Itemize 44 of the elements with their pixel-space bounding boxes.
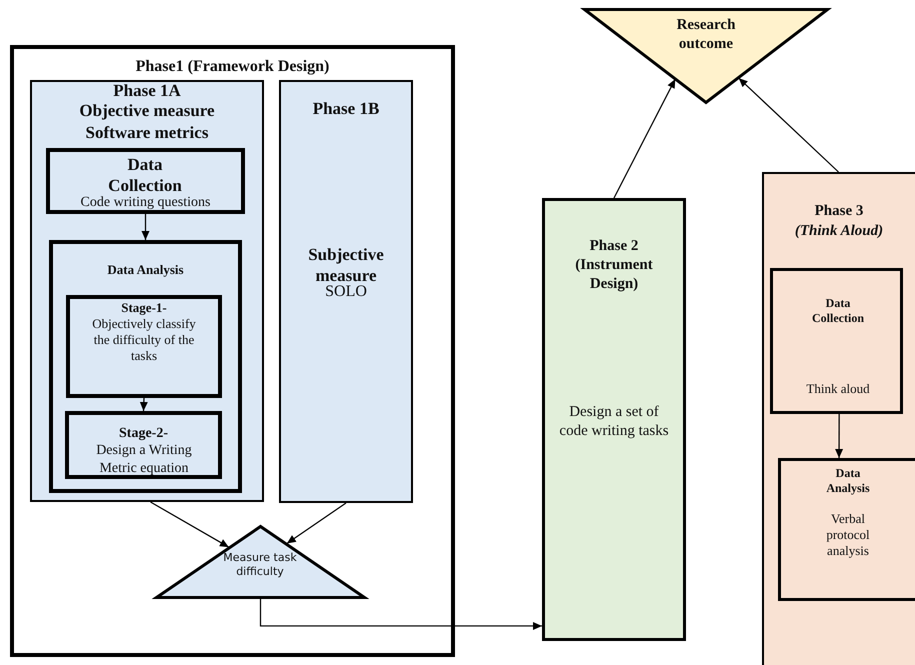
- arrow: [738, 78, 839, 172]
- body-text: Verbal protocol analysis: [825, 511, 871, 559]
- heading-text: Phase 3: [814, 202, 864, 221]
- phase-panel: [542, 198, 686, 641]
- phase-panel: [762, 172, 915, 665]
- arrow: [260, 599, 542, 630]
- body-text: Objective measure: [78, 100, 216, 121]
- heading-text: Data Analysis: [825, 466, 871, 496]
- heading-text: Stage-2-: [118, 425, 169, 443]
- process-box: [65, 411, 222, 479]
- heading-text: Phase 1A: [112, 80, 182, 101]
- body-text: Subjective measure: [307, 244, 385, 285]
- body-text: (Think Aloud): [794, 222, 884, 241]
- heading-text: Data Collection: [107, 154, 183, 196]
- phase-panel: [30, 80, 264, 502]
- body-text: Design a Writing Metric equation: [95, 442, 193, 478]
- process-box: [778, 458, 915, 601]
- process-box: [49, 240, 242, 493]
- phase-panel: [10, 45, 455, 657]
- phase-panel: [279, 80, 413, 503]
- arrow: [613, 78, 676, 198]
- arrow: [286, 502, 346, 544]
- body-text: Software metrics: [84, 122, 210, 143]
- arrow: [150, 501, 230, 548]
- process-box: [770, 268, 903, 414]
- arrow: [835, 414, 844, 458]
- heading-text: Data Analysis: [106, 262, 185, 278]
- heading-text: Measure task difficulty: [222, 551, 298, 579]
- body-text: Think aloud: [805, 381, 871, 397]
- arrow: [140, 398, 148, 412]
- heading-text: Stage-1-: [120, 300, 168, 316]
- arrow: [142, 214, 150, 240]
- outcome-triangle: [583, 8, 829, 104]
- body-text: Code writing questions: [80, 194, 212, 212]
- heading-text: Research outcome: [676, 16, 736, 54]
- heading-text: Phase 1B: [312, 98, 380, 119]
- process-box: [46, 148, 245, 214]
- heading-text: Phase 2 (Instrument Design): [574, 237, 654, 294]
- body-text: Objectively classify the difficulty of the tasks: [91, 316, 197, 364]
- heading-text: Phase1 (Framework Design): [134, 57, 330, 77]
- heading-text: Data Collection: [811, 296, 865, 326]
- body-text: SOLO: [324, 282, 368, 302]
- body-text: Design a set of code writing tasks: [558, 403, 670, 441]
- process-box: [66, 295, 222, 398]
